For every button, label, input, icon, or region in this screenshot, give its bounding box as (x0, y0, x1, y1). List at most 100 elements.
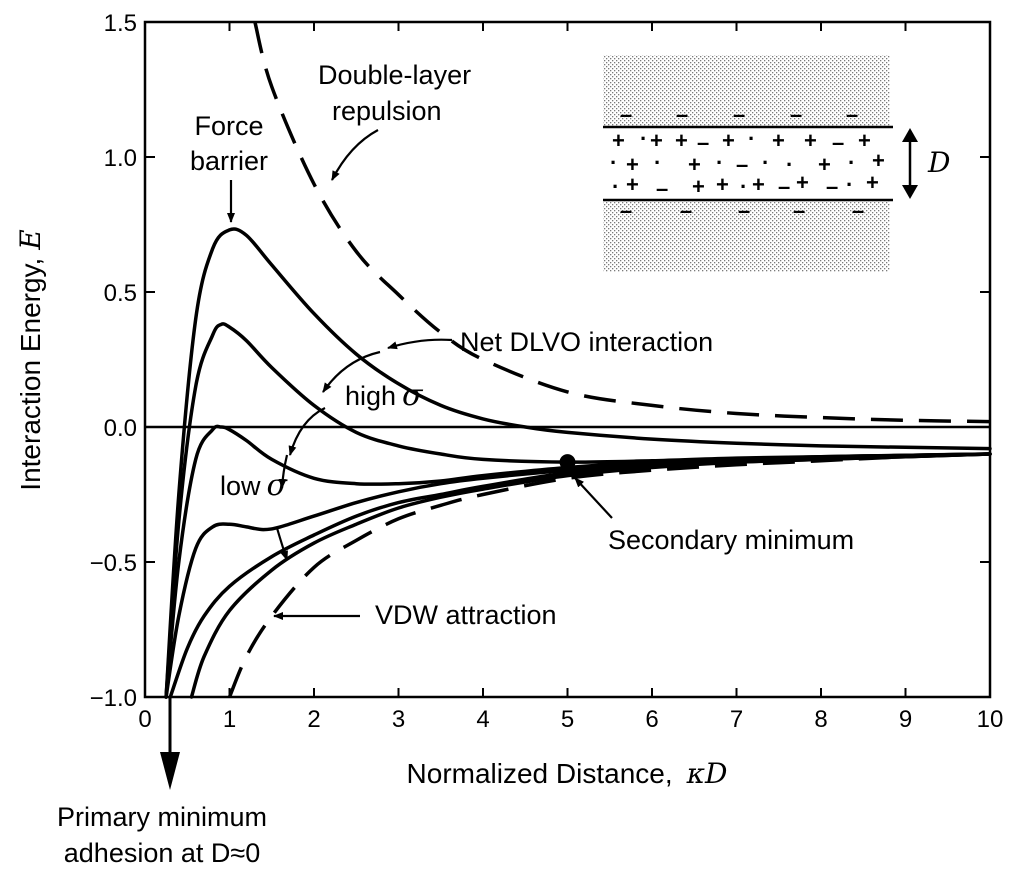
x-tick-label: 10 (977, 706, 1004, 733)
y-tick-label: 0.5 (104, 280, 137, 307)
svg-text:–: – (832, 130, 844, 155)
x-tick-label: 1 (223, 706, 236, 733)
double-layer-label-line2: repulsion (332, 96, 442, 126)
series-dlvo-curve-2 (164, 322, 992, 699)
x-tick-label: 2 (307, 706, 320, 733)
svg-text:·: · (846, 172, 853, 197)
svg-text:+: + (796, 170, 809, 195)
sigma-arrow-3 (278, 454, 289, 489)
svg-text:+: + (692, 174, 705, 199)
svg-text:+: + (772, 128, 785, 153)
high-sigma-text: high (345, 381, 396, 411)
svg-text:·: · (786, 152, 793, 177)
y-tick-label: 0.0 (104, 415, 137, 442)
svg-text:+: + (722, 128, 735, 153)
series-dlvo-curve-5 (168, 452, 992, 699)
sigma-arrow-4 (275, 527, 289, 561)
svg-text:+: + (626, 172, 639, 197)
separation-label: D (927, 146, 950, 179)
svg-text:–: – (656, 176, 668, 201)
force-barrier-label-line1: Force (194, 111, 263, 141)
net-dlvo-label: Net DLVO interaction (460, 327, 713, 357)
y-tick-label: 1.5 (104, 10, 137, 37)
separation-arrowhead-down (902, 185, 918, 199)
series-dlvo-curve-6 (189, 452, 992, 699)
svg-text:+: + (858, 128, 871, 153)
secondary-minimum-arrow (574, 477, 613, 519)
x-tick-label: 7 (730, 706, 743, 733)
inset-bottom-surface (603, 200, 890, 272)
x-tick-label: 8 (814, 706, 827, 733)
primary-minimum-label-line2: adhesion at D≈0 (64, 838, 260, 868)
series-dlvo-curve-4 (164, 452, 992, 699)
double-layer-arrow (331, 129, 379, 181)
x-axis-label: Normalized Distance, κD (407, 757, 728, 790)
secondary-minimum-label: Secondary minimum (608, 525, 854, 555)
svg-text:·: · (640, 126, 647, 151)
double-layer-label-line1: Double-layer (318, 60, 471, 90)
svg-text:–: – (846, 102, 858, 127)
annotations: Force barrier Double-layer repulsion Net… (57, 60, 854, 868)
svg-text:+: + (650, 128, 663, 153)
series-van-der-waals-attraction (227, 452, 991, 698)
svg-text:–: – (778, 174, 790, 199)
svg-text:·: · (610, 150, 617, 175)
svg-text:–: – (790, 102, 802, 127)
inset-top-surface (603, 55, 890, 127)
x-axis-ticks: 0 1 2 3 4 5 6 7 8 9 10 (138, 22, 1003, 733)
svg-text:+: + (818, 152, 831, 177)
secondary-minimum-point (559, 454, 576, 471)
svg-text:–: – (733, 102, 745, 127)
sigma-arrow-1 (322, 350, 381, 393)
high-sigma-symbol: σ (402, 378, 424, 413)
vdw-attraction-label: VDW attraction (375, 600, 557, 630)
series-double-layer-repulsion (253, 21, 991, 424)
inset-schematic: ––––– ––––– +·++–+·++–+ ·+·+·–··+·+ ·+–+… (603, 55, 950, 272)
x-tick-label: 5 (561, 706, 574, 733)
svg-text:–: – (738, 198, 750, 223)
svg-text:·: · (748, 126, 755, 151)
separation-arrowhead-up (902, 128, 918, 142)
svg-text:+: + (675, 128, 688, 153)
svg-text:+: + (688, 152, 701, 177)
svg-text:–: – (620, 102, 632, 127)
svg-text:+: + (612, 128, 625, 153)
net-dlvo-arrow (387, 338, 453, 350)
svg-text:·: · (654, 150, 661, 175)
x-tick-label: 6 (645, 706, 658, 733)
svg-text:–: – (826, 174, 838, 199)
series-layer (164, 21, 992, 699)
x-tick-label: 4 (476, 706, 489, 733)
x-tick-label: 0 (138, 706, 151, 733)
x-tick-label: 3 (392, 706, 405, 733)
svg-text:·: · (740, 174, 747, 199)
force-barrier-label-line2: barrier (190, 146, 268, 176)
svg-text:–: – (793, 198, 805, 223)
low-sigma-text: low (220, 471, 261, 501)
svg-text:+: + (804, 128, 817, 153)
y-tick-label: −0.5 (90, 550, 137, 577)
svg-text:·: · (762, 150, 769, 175)
series-dlvo-curve-1 (164, 227, 992, 699)
svg-text:+: + (866, 170, 879, 195)
series-dlvo-curve-3 (164, 424, 992, 699)
x-axis-label-text: Normalized Distance, (407, 758, 673, 789)
y-axis-label-text: Interaction Energy, (15, 258, 46, 491)
svg-text:–: – (680, 198, 692, 223)
inset-ions: ––––– ––––– +·++–+·++–+ ·+·+·–··+·+ ·+–+… (610, 102, 885, 223)
x-tick-label: 9 (899, 706, 912, 733)
y-axis-label: Interaction Energy, E (14, 229, 47, 490)
primary-minimum-arrowhead (160, 752, 180, 790)
y-axis-label-symbol: E (14, 229, 47, 250)
sigma-arrow-2 (288, 407, 326, 456)
svg-text:+: + (626, 152, 639, 177)
x-axis-label-symbol: κD (686, 757, 728, 790)
svg-text:+: + (716, 172, 729, 197)
svg-text:·: · (716, 150, 723, 175)
y-tick-label: −1.0 (90, 685, 137, 712)
svg-text:–: – (736, 152, 748, 177)
svg-text:–: – (620, 198, 632, 223)
svg-text:·: · (848, 150, 855, 175)
